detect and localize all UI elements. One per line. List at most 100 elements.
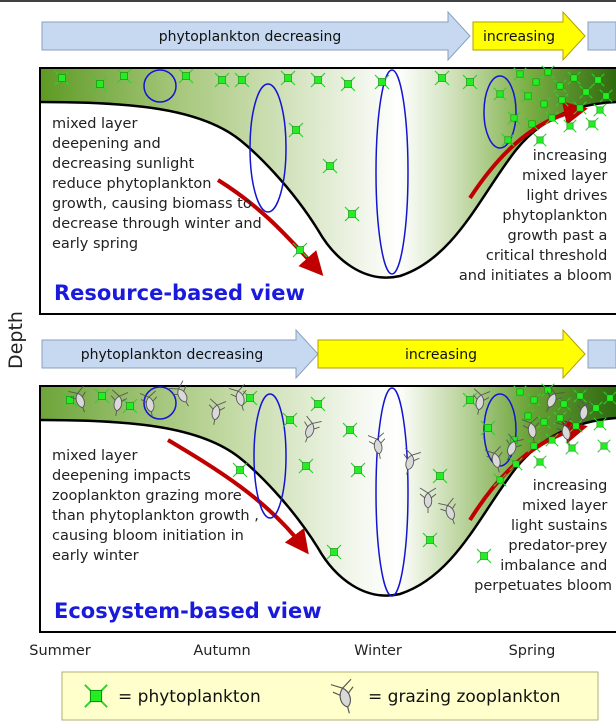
phytoplankton-icon <box>553 411 567 425</box>
zooplankton-icon <box>68 385 86 413</box>
legend-box <box>61 671 599 721</box>
season-autumn: Autumn <box>193 643 250 659</box>
phytoplankton-icon <box>493 473 507 487</box>
phytoplankton-icon <box>214 72 230 88</box>
phytoplankton-icon <box>589 401 603 415</box>
phytoplankton-icon <box>310 396 326 412</box>
phytoplankton-icon <box>597 439 611 453</box>
zooplankton-icon <box>555 418 573 445</box>
zooplankton-icon <box>403 448 421 475</box>
ecosystem-increasing-arrow <box>317 328 586 380</box>
phytoplankton-icon <box>282 412 298 428</box>
phytoplankton-icon <box>573 101 587 115</box>
resource-view-title: Resource-based view <box>54 281 305 305</box>
phytoplankton-icon <box>525 117 539 131</box>
ecosystem-left-text: mixed layer deepening impacts zooplankto… <box>52 448 263 564</box>
resource-next-arrow <box>587 21 616 51</box>
resource-mixed-layer <box>41 69 616 278</box>
ecosystem-right-text: increasing mixed layer light sustains pr… <box>474 478 612 594</box>
phytoplankton-icon <box>288 122 304 138</box>
ecosystem-view-title: Ecosystem-based view <box>54 599 322 623</box>
zooplankton-icon <box>546 385 565 412</box>
zooplankton-icon <box>139 390 158 417</box>
zooplankton-icon <box>304 415 322 443</box>
ecosystem-eddy-4 <box>483 393 517 467</box>
phytoplankton-icon <box>242 390 258 406</box>
zooplankton-legend-icon <box>330 678 354 714</box>
phytoplankton-icon <box>533 133 547 147</box>
phytoplankton-icon <box>567 71 581 85</box>
phytoplankton-icon <box>541 65 555 79</box>
phytoplankton-icon <box>462 74 478 90</box>
phytoplankton-icon <box>593 417 607 431</box>
resource-right-text: increasing mixed layer light drives phyt… <box>459 148 612 284</box>
ecosystem-decreasing-label: phytoplankton decreasing <box>81 347 264 363</box>
resource-increasing-arrow <box>472 10 586 62</box>
phytoplankton-icon <box>599 89 613 103</box>
legend-phytoplankton-label: = phytoplankton <box>118 687 261 707</box>
phytoplankton-icon <box>344 206 360 222</box>
ecosystem-mixed-layer <box>41 387 616 596</box>
phytoplankton-icon <box>569 419 583 433</box>
resource-increasing-label: increasing <box>483 29 555 45</box>
zooplankton-icon <box>208 398 227 425</box>
phytoplankton-icon <box>432 468 448 484</box>
phytoplankton-icon <box>527 439 541 453</box>
phytoplankton-icon <box>545 433 559 447</box>
legend: = phytoplankton = grazing zooplankton <box>61 671 599 721</box>
phytoplankton-icon <box>462 392 478 408</box>
phytoplankton-icon <box>527 393 541 407</box>
phytoplankton-icon <box>92 76 108 92</box>
resource-left-text: mixed layer deepening and decreasing sun… <box>52 116 266 252</box>
resource-mixed-layer-depth-line <box>40 100 616 279</box>
zooplankton-icon <box>472 388 491 415</box>
zooplankton-icon <box>506 433 524 461</box>
phytoplankton-icon <box>565 441 579 455</box>
phytoplankton-legend-icon <box>84 684 108 708</box>
resource-eddy-2 <box>249 83 287 213</box>
phytoplankton-icon <box>501 133 515 147</box>
phytoplankton-icon <box>122 398 138 414</box>
zooplankton-icon <box>576 398 595 425</box>
phytoplankton-icon <box>537 415 551 429</box>
phytoplankton-icon <box>54 70 70 86</box>
phytoplankton-icon <box>234 72 250 88</box>
phytoplankton-icon <box>84 684 108 708</box>
phytoplankton-icon <box>434 70 450 86</box>
season-spring: Spring <box>509 643 556 659</box>
ecosystem-phytoplankton-group <box>62 383 616 564</box>
zooplankton-icon <box>438 497 456 525</box>
resource-red-arrow-up <box>468 101 588 200</box>
phytoplankton-icon <box>374 74 390 90</box>
phytoplankton-icon <box>480 420 496 436</box>
resource-decreasing-arrow <box>41 10 471 62</box>
zooplankton-icon <box>485 446 503 473</box>
phytoplankton-icon <box>563 119 577 133</box>
phytoplankton-icon <box>342 422 358 438</box>
zooplankton-icon <box>521 416 540 443</box>
phytoplankton-icon <box>94 388 110 404</box>
ecosystem-eddy-1 <box>143 386 177 420</box>
ecosystem-panel: phytoplankton decreasing increasing mixe… <box>39 328 616 633</box>
resource-decreasing-label: phytoplankton decreasing <box>159 29 342 45</box>
phytoplankton-icon <box>553 79 567 93</box>
phytoplankton-icon <box>593 103 607 117</box>
ecosystem-zooplankton-group <box>68 380 595 525</box>
phytoplankton-icon <box>178 68 194 84</box>
ecosystem-eddy-3 <box>375 387 409 597</box>
phytoplankton-icon <box>493 87 507 101</box>
depth-axis-label: Depth <box>5 311 27 369</box>
zooplankton-icon <box>367 432 386 459</box>
ecosystem-increasing-label: increasing <box>405 347 477 363</box>
zooplankton-icon <box>330 678 354 714</box>
legend-zooplankton-label: = grazing zooplankton <box>368 687 561 707</box>
ecosystem-red-arrow-down <box>166 438 309 555</box>
phytoplankton-icon <box>579 85 593 99</box>
phytoplankton-icon <box>529 75 543 89</box>
phytoplankton-icon <box>555 93 569 107</box>
phytoplankton-icon <box>292 242 308 258</box>
season-winter: Winter <box>354 643 402 659</box>
phytoplankton-icon <box>232 462 248 478</box>
phytoplankton-icon <box>537 97 551 111</box>
